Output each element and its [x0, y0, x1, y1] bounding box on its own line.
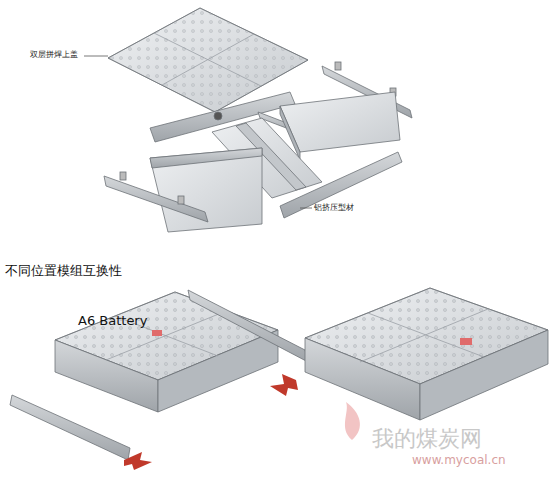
watermark-url: www.mycoal.cn [412, 453, 506, 467]
product-name: A6 Battery [78, 313, 147, 328]
section-heading: 不同位置模组互换性 [5, 262, 122, 280]
watermark: 我的煤炭网 [372, 424, 482, 454]
part-label: 铝挤压型材 [314, 202, 354, 213]
part-label: 双层拼焊上盖 [30, 49, 78, 60]
